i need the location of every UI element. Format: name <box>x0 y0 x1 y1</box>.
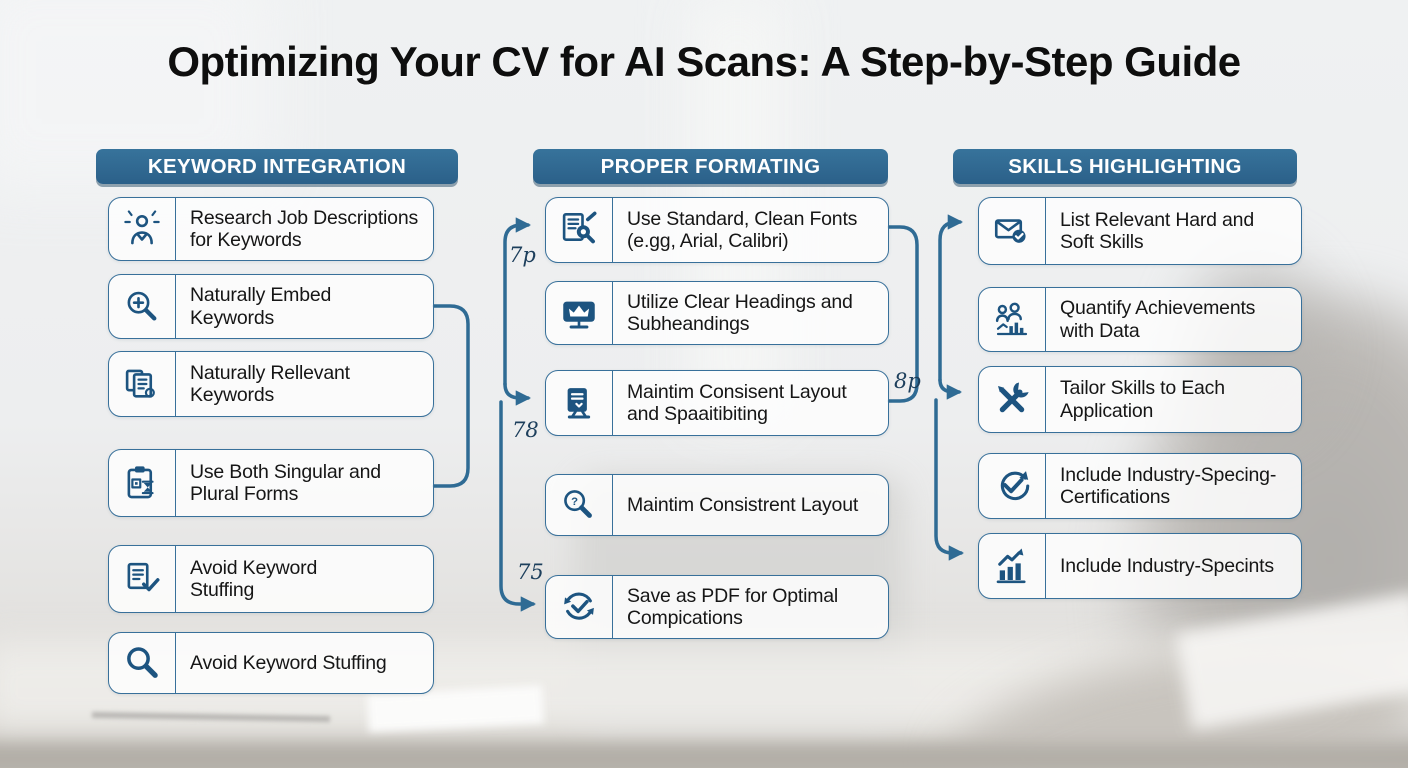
step-card: Avoid Keyword Stuffing <box>108 632 434 694</box>
bracket-col2 <box>887 225 919 403</box>
tools-icon <box>998 382 1029 412</box>
step-label: Utilize Clear Headings and Subheandings <box>627 290 853 335</box>
arrow-col3-item5 <box>934 398 965 561</box>
icon-cell <box>979 288 1046 351</box>
person-announce-icon <box>124 210 160 245</box>
annotation-75: 75 <box>517 560 544 584</box>
step-label: Include Industry-Specing- Certifications <box>1060 463 1277 508</box>
step-label: Avoid Keyword Stuffing <box>190 651 387 674</box>
step-card: Quantify Achievements with Data <box>978 287 1302 352</box>
icon-cell <box>979 454 1046 518</box>
step-label: Naturally Embed Keywords <box>190 284 332 329</box>
monitor-document-icon <box>567 388 591 419</box>
arrow-col3-item3 <box>938 378 963 400</box>
arrow-col2-item1 <box>503 217 532 386</box>
step-label: Use Both Singular and Plural Forms <box>190 460 381 505</box>
refresh-check-icon <box>564 592 594 620</box>
step-card: Research Job Descriptions for Keywords <box>108 197 434 261</box>
icon-cell <box>109 633 176 693</box>
arrow-col2-item3 <box>503 382 532 406</box>
step-label: Save as PDF for Optimal Compications <box>627 584 839 629</box>
step-card: Avoid Keyword Stuffing <box>108 545 434 613</box>
icon-cell <box>109 198 176 260</box>
column-header-keyword-integration: KEYWORD INTEGRATION <box>96 149 458 184</box>
icon-cell <box>109 546 176 612</box>
icon-cell <box>109 352 176 416</box>
step-label: Maintim Consistrent Layout <box>627 493 859 516</box>
team-chart-icon <box>995 302 1028 335</box>
page-title: Optimizing Your CV for AI Scans: A Step-… <box>167 38 1241 85</box>
step-label: Quantify Achievements with Data <box>1060 297 1256 342</box>
bar-chart-arrow-icon <box>996 548 1026 584</box>
icon-cell <box>546 282 613 344</box>
presentation-crown-icon <box>563 301 595 329</box>
step-card: Maintim Consisent Layout and Spaaitibiti… <box>545 370 889 436</box>
annotation-8p: 8p <box>894 369 921 393</box>
magnifier-icon <box>127 647 158 678</box>
icon-cell <box>546 198 613 262</box>
step-card: Save as PDF for Optimal Compications <box>545 575 889 639</box>
step-label: Maintim Consisent Layout and Spaaitibiti… <box>627 380 847 425</box>
step-card: Include Industry-Specints <box>978 533 1302 599</box>
svg-text:?: ? <box>571 496 578 508</box>
icon-cell <box>546 576 613 638</box>
step-card: Tailor Skills to Each Application <box>978 366 1302 433</box>
icon-cell <box>546 371 613 435</box>
document-check-icon <box>127 562 160 592</box>
step-card: Include Industry-Specing- Certifications <box>978 453 1302 519</box>
magnifier-question-icon: ? <box>564 490 592 518</box>
magnifier-plus-icon <box>127 291 157 321</box>
step-card: Naturally Rellevant Keywords <box>108 351 434 417</box>
documents-icon <box>125 369 155 398</box>
annotation-7p: 7p <box>509 243 536 267</box>
bracket-col1 <box>432 304 470 488</box>
step-label: List Relevant Hard and Soft Skills <box>1060 208 1254 253</box>
step-label: Naturally Rellevant Keywords <box>190 361 350 406</box>
step-label: Research Job Descriptions for Keywords <box>190 206 419 251</box>
icon-cell <box>979 534 1046 598</box>
arrow-col3-item1 <box>938 214 964 382</box>
annotation-78: 78 <box>512 418 539 442</box>
step-label: Avoid Keyword Stuffing <box>190 556 318 601</box>
arrow-col2-item5 <box>499 400 537 612</box>
document-search-icon <box>562 211 597 244</box>
check-circle-arrow-icon <box>1000 471 1030 501</box>
icon-cell <box>979 198 1046 264</box>
column-header-proper-formating: PROPER FORMATING <box>533 149 888 184</box>
icon-cell <box>979 367 1046 432</box>
envelope-check-icon <box>994 219 1026 243</box>
step-card: Use Standard, Clean Fonts (e.gg, Arial, … <box>545 197 889 263</box>
step-card: Naturally Embed Keywords <box>108 274 434 339</box>
clipboard-hourglass-icon <box>127 466 154 499</box>
column-header-skills-highlighting: SKILLS HIGHLIGHTING <box>953 149 1297 184</box>
icon-cell <box>109 450 176 516</box>
step-card: Use Both Singular and Plural Forms <box>108 449 434 517</box>
step-card: List Relevant Hard and Soft Skills <box>978 197 1302 265</box>
icon-cell <box>109 275 176 338</box>
step-card: Utilize Clear Headings and Subheandings <box>545 281 889 345</box>
step-label: Tailor Skills to Each Application <box>1060 377 1225 422</box>
step-label: Include Industry-Specints <box>1060 554 1274 577</box>
icon-cell: ? <box>546 475 613 535</box>
step-label: Use Standard, Clean Fonts (e.gg, Arial, … <box>627 207 858 252</box>
step-card: ? Maintim Consistrent Layout <box>545 474 889 536</box>
